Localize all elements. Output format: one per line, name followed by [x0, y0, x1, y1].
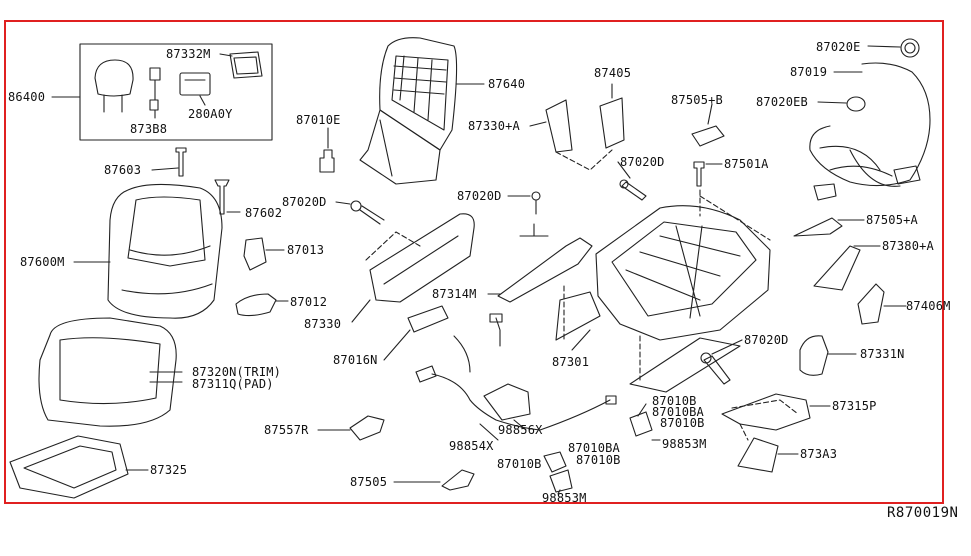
- label-87013: 87013: [287, 243, 325, 257]
- label-87332M: 87332M: [166, 47, 211, 61]
- label-87020EB: 87020EB: [756, 95, 808, 109]
- label-87010B-c: 87010B: [497, 457, 542, 471]
- knob-87020E: [900, 38, 920, 58]
- label-87388: 873B8: [130, 122, 168, 136]
- leader-280A0Y: [199, 95, 206, 106]
- label-87010E: 87010E: [296, 113, 341, 127]
- seat-cushion: [38, 317, 177, 427]
- label-87020D-c: 87020D: [457, 189, 502, 203]
- connector-98854X: [415, 365, 437, 383]
- clip-98853M-b: [629, 411, 653, 437]
- seatback-frame-87640: [379, 37, 458, 151]
- label-87380A: 87380+A: [882, 239, 934, 253]
- leader-87332M: [219, 53, 233, 57]
- label-87311Q: 87311Q(PAD): [192, 377, 274, 391]
- screw-87020D-d: [700, 352, 712, 364]
- trim-87012: [235, 293, 277, 317]
- cover-87406M: [857, 283, 885, 325]
- clip-87505B: [691, 125, 725, 147]
- pin-87603: [175, 147, 187, 177]
- trim-87380A: [813, 245, 861, 291]
- clip-87557R: [349, 415, 385, 441]
- clip-87505A: [793, 217, 843, 237]
- label-87602: 87602: [245, 206, 283, 220]
- panel-87330A: [545, 99, 573, 153]
- label-87010BA-a: 87010BA: [652, 405, 704, 419]
- bracket-873A3: [737, 437, 779, 473]
- label-87020D-a: 87020D: [282, 195, 327, 209]
- label-87010B-b: 87010B: [660, 416, 705, 430]
- label-87012: 87012: [290, 295, 328, 309]
- label-87314M: 87314M: [432, 287, 477, 301]
- label-87020D-b: 87020D: [620, 155, 665, 169]
- label-87600M: 87600M: [20, 255, 65, 269]
- harness-98854X: [431, 373, 541, 431]
- label-87020D-d: 87020D: [744, 333, 789, 347]
- label-280A0Y: 280A0Y: [188, 107, 233, 121]
- seat-frame-87301: [595, 205, 771, 341]
- cover-87331N: [799, 335, 829, 376]
- clip-87505: [441, 469, 475, 491]
- knob-87020EB: [846, 96, 866, 112]
- label-98856X: 98856X: [498, 423, 543, 437]
- label-87315P: 87315P: [832, 399, 877, 413]
- side-shield-87330: [369, 213, 475, 303]
- label-98854X: 98854X: [449, 439, 494, 453]
- label-873A3: 873A3: [800, 447, 838, 461]
- diagram-code: R870019N: [887, 505, 959, 521]
- label-87505A: 87505+A: [866, 213, 918, 227]
- label-87405: 87405: [594, 66, 632, 80]
- label-87010B-a: 87010B: [652, 394, 697, 408]
- harness-87019: [809, 62, 931, 187]
- label-87557R: 87557R: [264, 423, 309, 437]
- panel-87405: [599, 97, 625, 149]
- label-87020E: 87020E: [816, 40, 861, 54]
- switch-87016N: [407, 305, 449, 333]
- label-87505B: 87505+B: [671, 93, 723, 107]
- label-87640: 87640: [488, 77, 526, 91]
- pin-87602: [214, 179, 230, 215]
- diagram-frame: [4, 20, 944, 504]
- label-87019: 87019: [790, 65, 828, 79]
- label-87330A: 87330+A: [468, 119, 520, 133]
- headrest-kit-box: [79, 43, 273, 141]
- label-98853M-a: 98853M: [542, 491, 587, 505]
- label-98853M-b: 98853M: [662, 437, 707, 451]
- label-87406M: 87406M: [906, 299, 951, 313]
- label-87330: 87330: [304, 317, 342, 331]
- label-87010B-d: 87010B: [576, 453, 621, 467]
- pad-87325: [9, 435, 129, 499]
- bolt-87010E: [319, 149, 335, 173]
- label-87505: 87505: [350, 475, 388, 489]
- bracket-87315P: [721, 393, 811, 431]
- headrest-shape: [94, 59, 134, 97]
- trim-87013: [243, 237, 267, 271]
- module-98856X: [483, 383, 531, 421]
- label-87016N: 87016N: [333, 353, 378, 367]
- seat-back-87600M: [107, 183, 223, 319]
- bolt-87501A: [693, 161, 705, 187]
- label-87301: 87301: [552, 355, 590, 369]
- label-87331N: 87331N: [860, 347, 905, 361]
- label-87320N: 87320N(TRIM): [192, 365, 282, 379]
- label-87010BA-b: 87010BA: [568, 441, 620, 455]
- clip-98853M-a: [543, 451, 567, 473]
- label-87501A: 87501A: [724, 157, 769, 171]
- label-87325: 87325: [150, 463, 188, 477]
- label-87603: 87603: [104, 163, 142, 177]
- label-86400: 86400: [8, 90, 46, 104]
- rail-87314M: [497, 237, 593, 303]
